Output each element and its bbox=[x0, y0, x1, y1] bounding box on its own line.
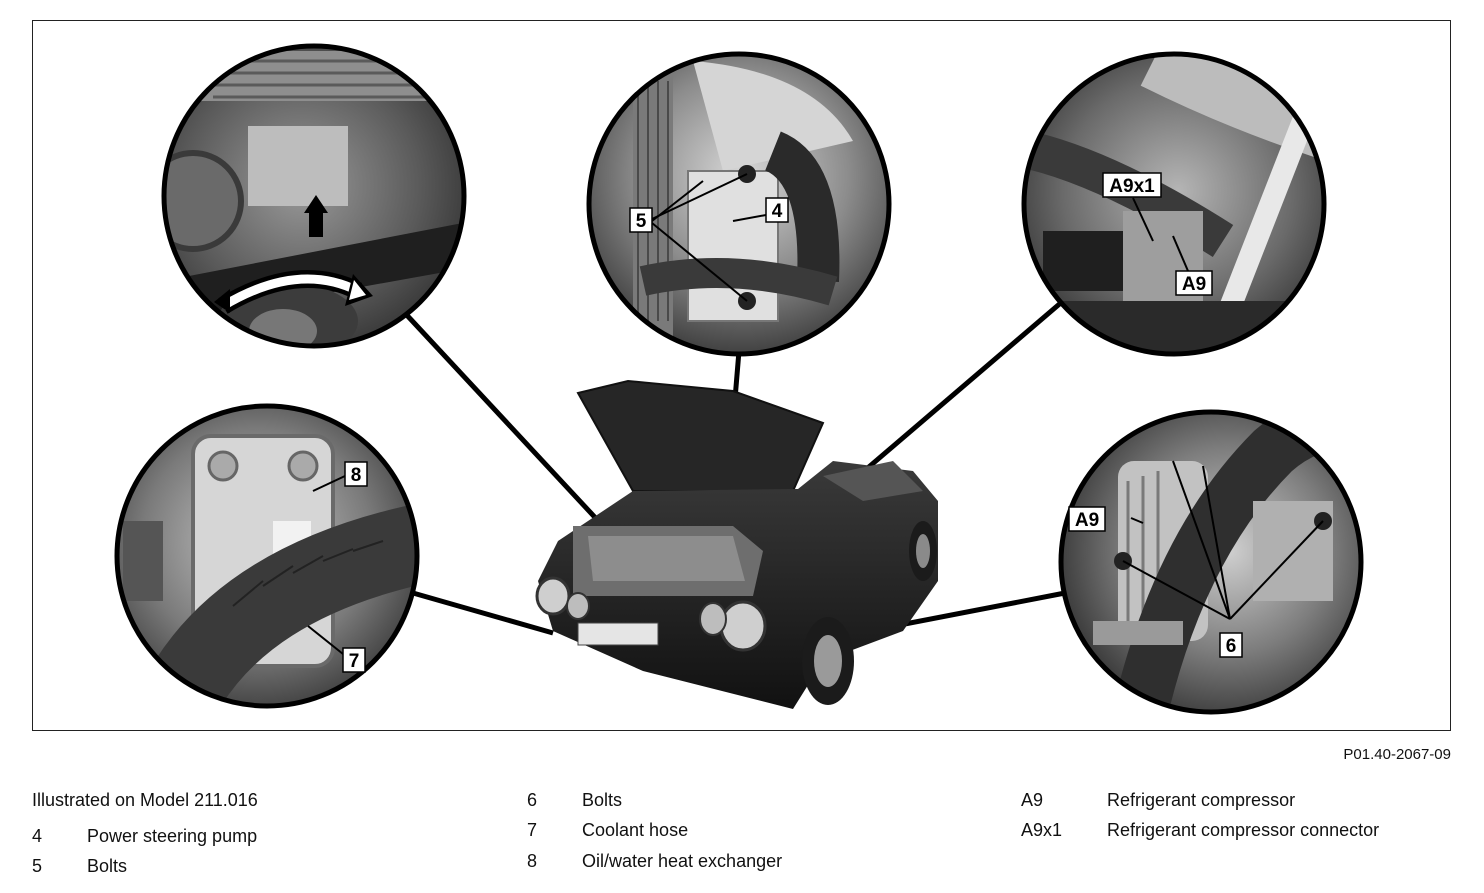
callout-label-a9x1: A9x1 bbox=[1102, 172, 1162, 198]
svg-text:6: 6 bbox=[1226, 636, 1237, 657]
legend-label-6: Bolts bbox=[582, 790, 623, 810]
callout-label-4: 4 bbox=[765, 197, 789, 223]
figure-frame: 5 4 A9x1 A9 8 7 A9 6 bbox=[32, 20, 1451, 731]
svg-text:A9x1: A9x1 bbox=[1109, 176, 1155, 197]
car-illustration bbox=[535, 379, 938, 709]
legend-label-7: Coolant hose bbox=[582, 820, 689, 840]
callout-pointers-bottom-left bbox=[307, 475, 346, 655]
callout-label-5: 5 bbox=[629, 207, 653, 233]
svg-text:A9: A9 bbox=[1075, 510, 1099, 531]
legend-label-4: Power steering pump bbox=[87, 826, 258, 846]
callout-pointers-bottom-right bbox=[1122, 460, 1324, 620]
svg-text:A9: A9 bbox=[1182, 274, 1206, 295]
legend-key-7: 7 bbox=[527, 820, 538, 840]
svg-text:7: 7 bbox=[349, 651, 360, 672]
svg-text:8: 8 bbox=[351, 465, 362, 486]
legend-label-5: Bolts bbox=[87, 856, 128, 876]
callout-pointers-top-center bbox=[651, 173, 767, 302]
legend-key-5: 5 bbox=[32, 856, 43, 876]
figure-code: P01.40-2067-09 bbox=[1343, 746, 1451, 763]
legend-key-4: 4 bbox=[32, 826, 43, 846]
callout-label-6: 6 bbox=[1219, 632, 1243, 658]
callout-label-7: 7 bbox=[342, 647, 366, 673]
svg-text:5: 5 bbox=[636, 211, 647, 232]
callout-label-8: 8 bbox=[344, 461, 368, 487]
legend-key-a9x1: A9x1 bbox=[1021, 820, 1063, 840]
callout-pointers-top-right bbox=[1132, 197, 1189, 272]
svg-text:4: 4 bbox=[772, 201, 783, 222]
callout-label-a9-bottom: A9 bbox=[1068, 506, 1106, 532]
detail-circle-bottom-left bbox=[117, 406, 417, 706]
detail-circle-top-left bbox=[164, 46, 464, 346]
detail-circle-top-right bbox=[1024, 54, 1324, 354]
legend-label-8: Oil/water heat exchanger bbox=[582, 851, 783, 871]
legend-key-6: 6 bbox=[527, 790, 538, 810]
legend-note: Illustrated on Model 211.016 bbox=[32, 790, 258, 810]
legend-key-a9: A9 bbox=[1021, 790, 1044, 810]
detail-circle-top-center bbox=[589, 54, 889, 354]
callout-label-a9-top: A9 bbox=[1175, 270, 1213, 296]
leader-line-bottom-left bbox=[412, 590, 554, 636]
legend-label-a9: Refrigerant compressor bbox=[1107, 790, 1296, 810]
legend-key-8: 8 bbox=[527, 851, 538, 871]
legend-label-a9x1: Refrigerant compressor connector bbox=[1107, 820, 1380, 840]
illustration: 5 4 A9x1 A9 8 7 A9 6 bbox=[114, 43, 1364, 715]
